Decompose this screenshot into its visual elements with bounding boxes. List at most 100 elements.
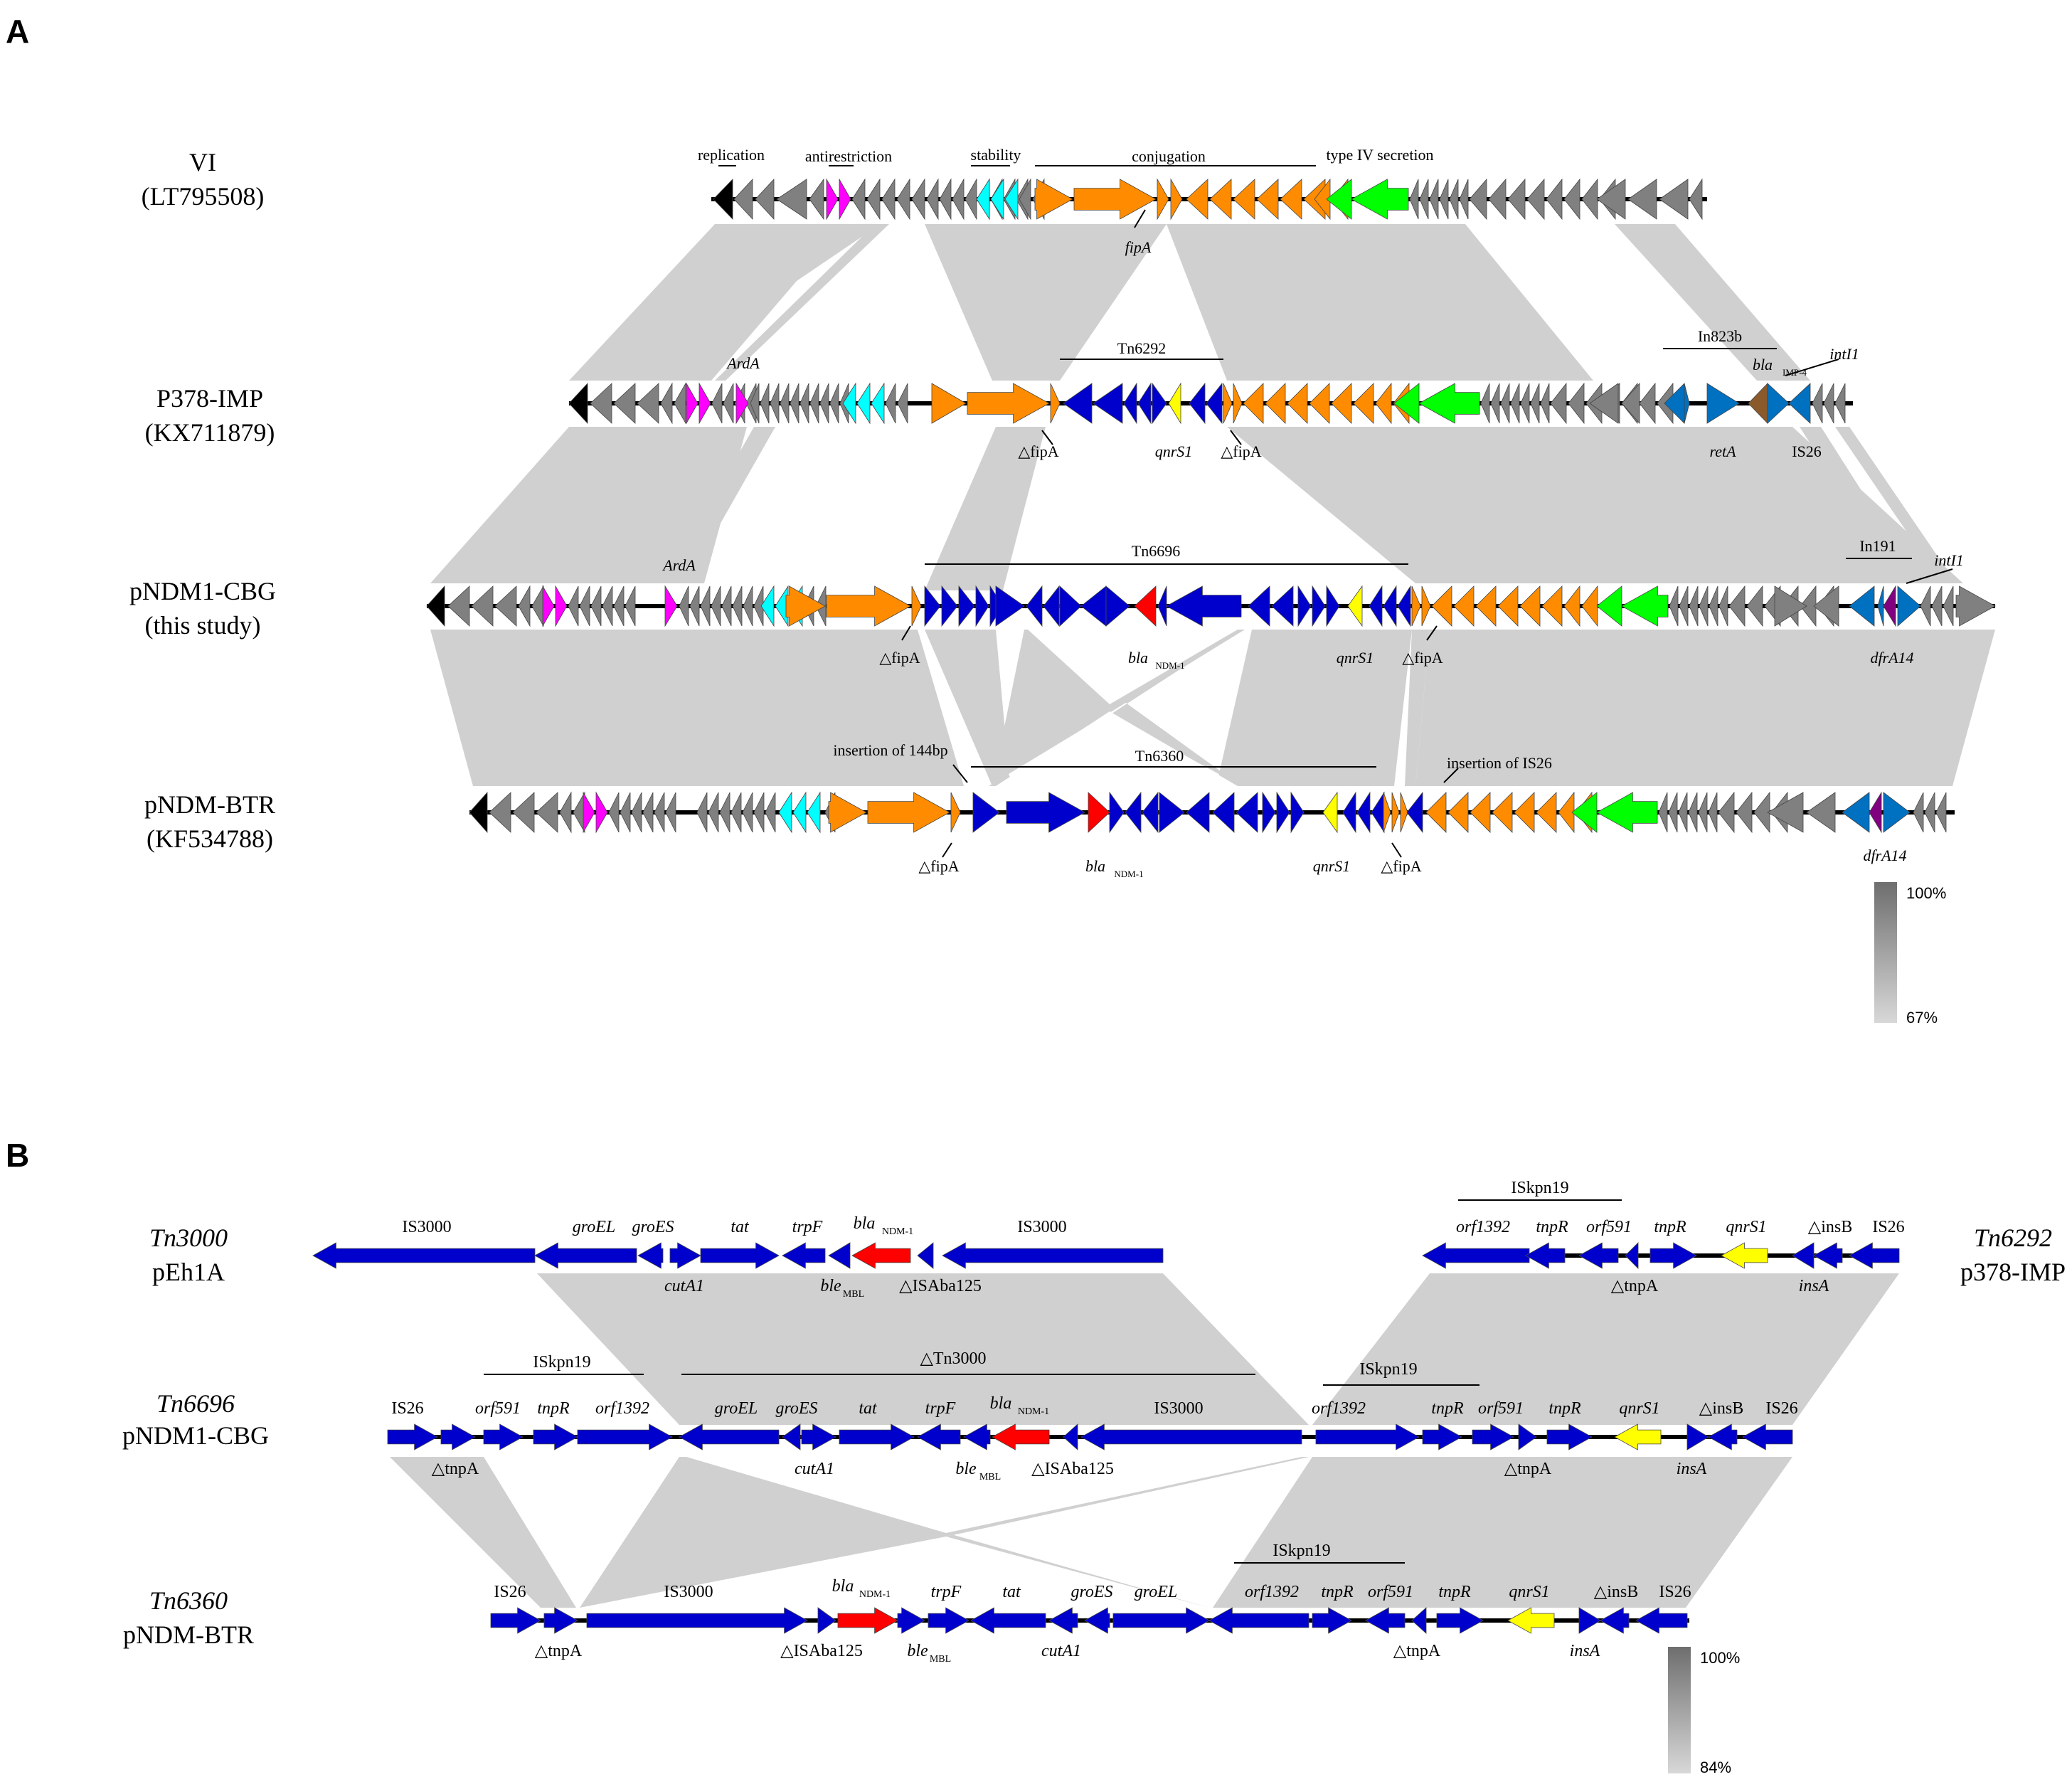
gene-arrow <box>700 585 711 627</box>
gene-arrow <box>1189 382 1206 425</box>
b3-groES: groES <box>1070 1583 1112 1601</box>
b3-trpF: trpF <box>931 1583 962 1601</box>
gene-arrow <box>1943 585 1954 627</box>
gene-arrow <box>312 1242 536 1269</box>
gene-arrow <box>1849 585 1875 627</box>
gene-arrow <box>1186 792 1210 833</box>
gene-arrow <box>917 1423 961 1450</box>
gene-arrow <box>1093 383 1123 424</box>
b1-groES: groES <box>632 1218 674 1236</box>
gene-arrow <box>829 383 839 424</box>
gene-arrow <box>1425 792 1447 833</box>
label-ardA-2: ArdA <box>662 556 696 574</box>
gene-arrow <box>1596 585 1622 627</box>
gene-arrow <box>1297 585 1312 627</box>
gene-arrow <box>1080 1423 1302 1450</box>
gene-arrow <box>1356 791 1371 834</box>
gene-arrow <box>732 585 743 627</box>
gene-arrow <box>753 792 765 833</box>
row-a1-name: VI <box>189 148 216 176</box>
gene-arrow <box>1475 585 1497 627</box>
gene-arrow <box>1326 585 1340 627</box>
gene-arrow <box>1708 1423 1738 1450</box>
gene-arrow <box>1897 585 1921 627</box>
gene-arrow <box>1233 179 1255 220</box>
gene-arrow <box>1869 791 1882 834</box>
gene-arrow <box>664 585 678 627</box>
b1-tat: tat <box>730 1218 750 1236</box>
gene-arrow <box>837 1607 898 1634</box>
gene-arrow <box>1596 179 1626 220</box>
gene-arrow <box>1429 179 1439 220</box>
b2-is26-left: IS26 <box>391 1399 423 1418</box>
gene-arrow <box>1419 179 1429 220</box>
label-intI1-2: intI1 <box>1934 551 1964 569</box>
gene-arrow <box>1290 791 1305 834</box>
gene-arrow <box>1157 585 1167 627</box>
b3-qnrS1: qnrS1 <box>1509 1583 1549 1601</box>
gene-arrow <box>1309 383 1330 424</box>
gene-arrow <box>669 1242 701 1269</box>
gene-arrow <box>1397 585 1411 627</box>
gene-arrow <box>1728 585 1746 627</box>
gene-arrow <box>965 178 977 221</box>
gene-arrow <box>750 383 760 424</box>
b3-tat: tat <box>1002 1583 1021 1601</box>
gene-arrow <box>1578 1242 1619 1269</box>
b2-mbl: MBL <box>979 1472 1001 1482</box>
gene-arrow <box>958 585 975 627</box>
gene-arrow <box>1488 178 1507 221</box>
gene-arrow <box>1421 585 1431 627</box>
b1-mbl: MBL <box>843 1289 864 1300</box>
gene-arrow <box>807 791 821 834</box>
gene-arrow <box>1084 1607 1110 1634</box>
gene-arrow <box>689 585 700 627</box>
gene-arrow <box>1159 792 1185 833</box>
gene-arrow <box>1490 383 1500 424</box>
gene-arrow <box>941 585 958 627</box>
gene-arrow <box>1409 179 1419 220</box>
b1-is3000-left: IS3000 <box>402 1218 451 1236</box>
b2-isaba125: △ISAba125 <box>1031 1460 1114 1478</box>
b2-iskpn19-2: ISkpn19 <box>1359 1360 1417 1379</box>
b2-bla: bla <box>990 1394 1012 1413</box>
gene-arrow <box>1913 792 1924 833</box>
gene-arrow <box>1142 791 1159 834</box>
gene-arrow <box>1746 585 1763 627</box>
gene-arrow <box>1721 1242 1768 1269</box>
gene-arrow <box>1287 383 1308 424</box>
replication-gene <box>469 791 488 834</box>
gene-arrow <box>1043 585 1060 627</box>
gene-arrow <box>1157 178 1169 221</box>
label-retA: retA <box>1709 442 1736 460</box>
label-tn6360: Tn6360 <box>1135 747 1184 765</box>
scale-b-top: 100% <box>1700 1649 1740 1667</box>
gene-arrow <box>1109 791 1125 834</box>
gene-arrow <box>1877 585 1884 627</box>
b2-tnpR-right-2: tnpR <box>1548 1399 1581 1418</box>
gene-arrow <box>1236 792 1258 833</box>
gene-arrow <box>1600 1607 1630 1634</box>
gene-arrow <box>1243 383 1264 424</box>
b3-insA: insA <box>1570 1642 1600 1660</box>
gene-arrow <box>1276 791 1290 834</box>
gene-arrow <box>917 1242 934 1269</box>
gene-arrow <box>743 585 753 627</box>
gene-arrow <box>531 585 544 627</box>
gene-arrow <box>637 1242 664 1269</box>
row-b4-name: Tn6292 <box>1974 1224 2052 1252</box>
replication-gene <box>713 179 733 220</box>
gene-arrow <box>801 1423 836 1450</box>
gene-arrow <box>1668 792 1678 833</box>
gene-arrow <box>1006 792 1085 833</box>
label-bla-ndm-2-sub: NDM-1 <box>1114 869 1143 879</box>
gene-arrow <box>613 383 636 424</box>
gene-arrow <box>1105 585 1130 627</box>
b3-isaba125: △ISAba125 <box>780 1642 863 1660</box>
label-intI1-1: intI1 <box>1829 345 1859 363</box>
gene-arrow <box>1206 382 1223 425</box>
gene-arrow <box>1689 585 1699 627</box>
gene-arrow <box>1168 382 1181 425</box>
gene-arrow <box>1369 585 1383 627</box>
